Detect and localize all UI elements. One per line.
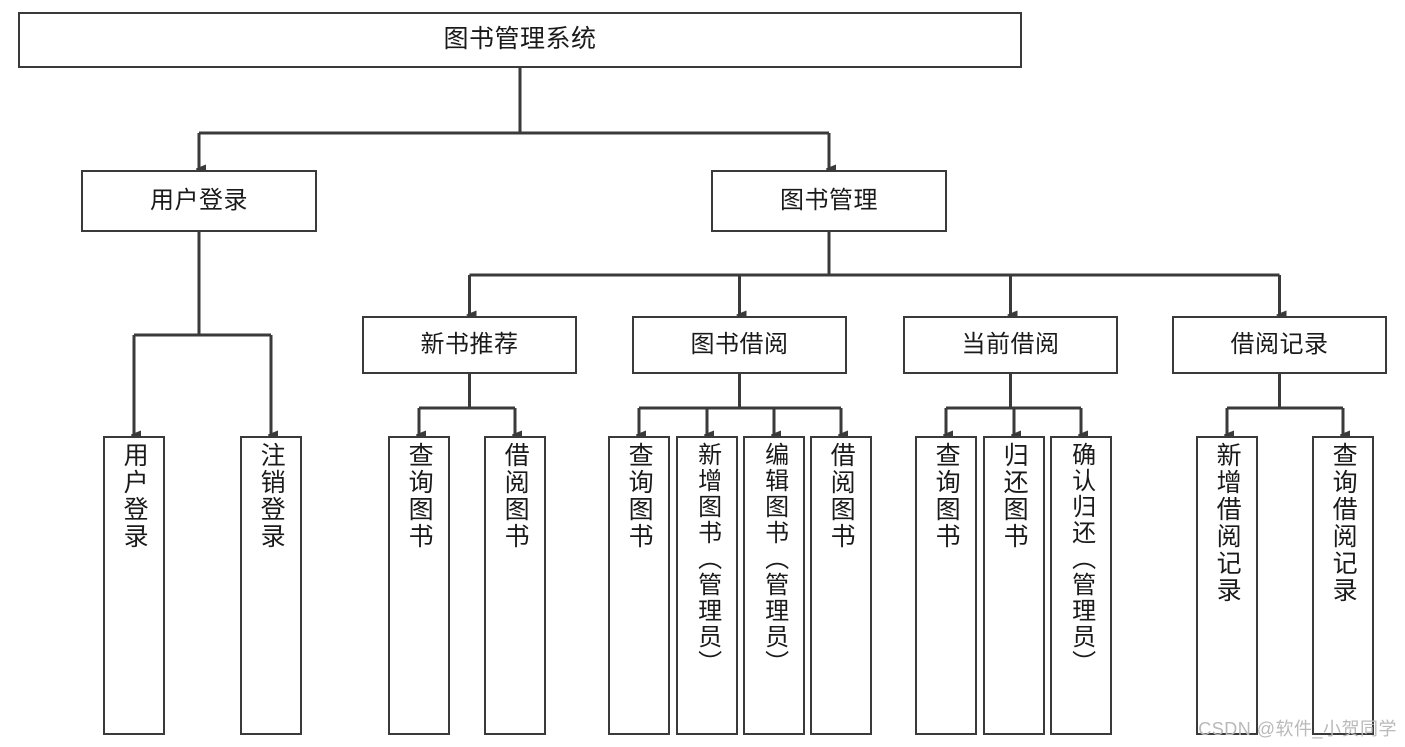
node-function-leaf-edit-book[interactable]: 编辑图书（管理员）	[743, 436, 805, 735]
node-submodule-new-book-recommend[interactable]: 新书推荐	[362, 316, 577, 374]
node-function-leaf-user-login[interactable]: 用户登录	[103, 436, 165, 735]
node-label: 借阅图书	[827, 442, 856, 550]
node-submodule-borrow-record[interactable]: 借阅记录	[1172, 316, 1387, 374]
node-label: 新增图书（管理员）	[693, 442, 721, 676]
node-function-leaf-query-book-current[interactable]: 查询图书	[915, 436, 977, 735]
node-function-leaf-borrow-book-new[interactable]: 借阅图书	[484, 436, 546, 735]
watermark-label: CSDN @软件_小贺同学	[1198, 719, 1397, 739]
node-label: 用户登录	[120, 442, 149, 550]
node-label: 查询图书	[625, 442, 654, 550]
node-label: 新书推荐	[420, 330, 519, 358]
node-label: 新增借阅记录	[1213, 442, 1242, 604]
node-label: 编辑图书（管理员）	[760, 442, 788, 676]
node-label: 图书借阅	[690, 330, 789, 358]
node-label: 查询图书	[405, 442, 434, 550]
node-label: 确认归还（管理员）	[1067, 442, 1095, 676]
node-label: 用户登录	[150, 186, 248, 214]
node-label: 注销登录	[257, 442, 286, 550]
node-function-leaf-query-record[interactable]: 查询借阅记录	[1312, 436, 1374, 735]
node-module-book-manage[interactable]: 图书管理	[711, 170, 947, 232]
node-label: 图书管理	[780, 186, 878, 214]
node-function-leaf-query-book-new[interactable]: 查询图书	[388, 436, 450, 735]
node-label: 当前借阅	[961, 330, 1060, 358]
node-submodule-current-borrow[interactable]: 当前借阅	[903, 316, 1118, 374]
node-label: 归还图书	[1000, 442, 1029, 550]
node-function-leaf-confirm-return[interactable]: 确认归还（管理员）	[1050, 436, 1112, 735]
node-label: 图书管理系统	[443, 25, 597, 54]
node-function-leaf-user-logout[interactable]: 注销登录	[240, 436, 302, 735]
node-function-leaf-add-record[interactable]: 新增借阅记录	[1196, 436, 1258, 735]
node-root-system[interactable]: 图书管理系统	[18, 12, 1022, 68]
node-function-leaf-add-book[interactable]: 新增图书（管理员）	[676, 436, 738, 735]
node-function-leaf-borrow-book[interactable]: 借阅图书	[810, 436, 872, 735]
node-module-user-login[interactable]: 用户登录	[81, 170, 317, 232]
node-function-leaf-query-book-borrow[interactable]: 查询图书	[608, 436, 670, 735]
node-label: 查询借阅记录	[1329, 442, 1358, 604]
node-label: 借阅图书	[501, 442, 530, 550]
node-submodule-book-borrow[interactable]: 图书借阅	[632, 316, 847, 374]
node-label: 查询图书	[932, 442, 961, 550]
node-function-leaf-return-book[interactable]: 归还图书	[983, 436, 1045, 735]
node-label: 借阅记录	[1230, 330, 1329, 358]
